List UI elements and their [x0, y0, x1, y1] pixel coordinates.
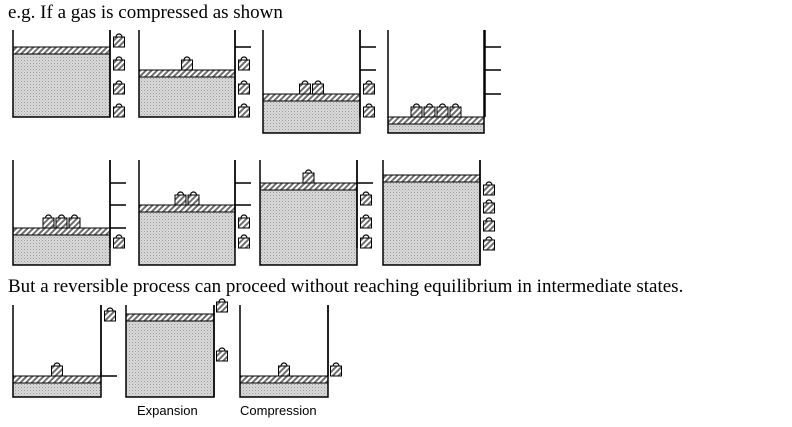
cylinder	[12, 30, 125, 118]
weight	[302, 169, 315, 184]
expansion-caption: Expansion	[137, 403, 198, 418]
reversible-process-note: But a reversible process can proceed wit…	[8, 276, 684, 297]
weight	[238, 80, 250, 95]
gas-region	[13, 235, 110, 265]
cylinder	[138, 30, 251, 118]
cylinder	[259, 160, 373, 266]
weight	[104, 307, 116, 322]
weight	[483, 217, 495, 232]
piston	[125, 313, 215, 322]
weight	[113, 103, 125, 118]
weight	[113, 234, 125, 249]
cylinder	[12, 160, 126, 266]
cylinder	[138, 160, 251, 266]
weight	[410, 103, 423, 118]
weight	[363, 103, 375, 118]
weight	[436, 103, 449, 118]
weight	[238, 214, 250, 229]
weight	[174, 191, 187, 206]
piston	[12, 227, 111, 236]
weight	[278, 362, 290, 377]
gas-region	[240, 383, 328, 397]
piston	[138, 204, 236, 213]
weight	[360, 234, 372, 249]
weight	[299, 80, 311, 95]
piston	[138, 69, 236, 78]
piston	[259, 182, 358, 191]
gas-region	[388, 124, 484, 133]
weight	[363, 80, 375, 95]
piston	[239, 375, 329, 384]
cylinder	[387, 30, 501, 134]
piston	[387, 116, 485, 125]
piston	[12, 375, 102, 384]
weight	[181, 56, 193, 71]
intro-text: e.g. If a gas is compressed as shown	[8, 2, 283, 23]
cylinder-wall	[387, 30, 485, 134]
cylinder-group	[12, 30, 501, 398]
weight	[113, 80, 125, 95]
weight	[312, 80, 324, 95]
cylinder	[239, 305, 342, 398]
piston	[12, 46, 111, 55]
compression-caption: Compression	[240, 403, 317, 418]
gas-region	[263, 101, 360, 133]
gas-region	[260, 190, 357, 265]
weight	[238, 56, 250, 71]
weight	[449, 103, 462, 118]
weight	[113, 56, 125, 71]
cylinder	[382, 160, 495, 266]
weight	[360, 214, 372, 229]
cylinder	[262, 30, 376, 134]
weight	[360, 191, 372, 206]
weight	[216, 347, 228, 362]
weight	[42, 214, 55, 229]
gas-region	[383, 182, 480, 265]
weight	[330, 362, 342, 377]
cylinder	[125, 298, 228, 398]
weight	[187, 191, 200, 206]
gas-region	[126, 321, 214, 397]
gas-region	[139, 77, 235, 117]
gas-region	[13, 54, 110, 117]
gas-region	[139, 212, 235, 265]
weight	[238, 234, 250, 249]
weight	[51, 362, 63, 377]
weight	[238, 103, 250, 118]
piston	[262, 93, 361, 102]
weight	[113, 33, 125, 48]
weight	[68, 214, 81, 229]
weight	[55, 214, 68, 229]
cylinder	[12, 305, 117, 398]
weight	[483, 181, 495, 196]
weight	[483, 236, 495, 251]
weight	[483, 199, 495, 214]
piston	[382, 174, 481, 183]
weight	[216, 298, 228, 313]
gas-region	[13, 383, 101, 397]
weight	[423, 103, 436, 118]
